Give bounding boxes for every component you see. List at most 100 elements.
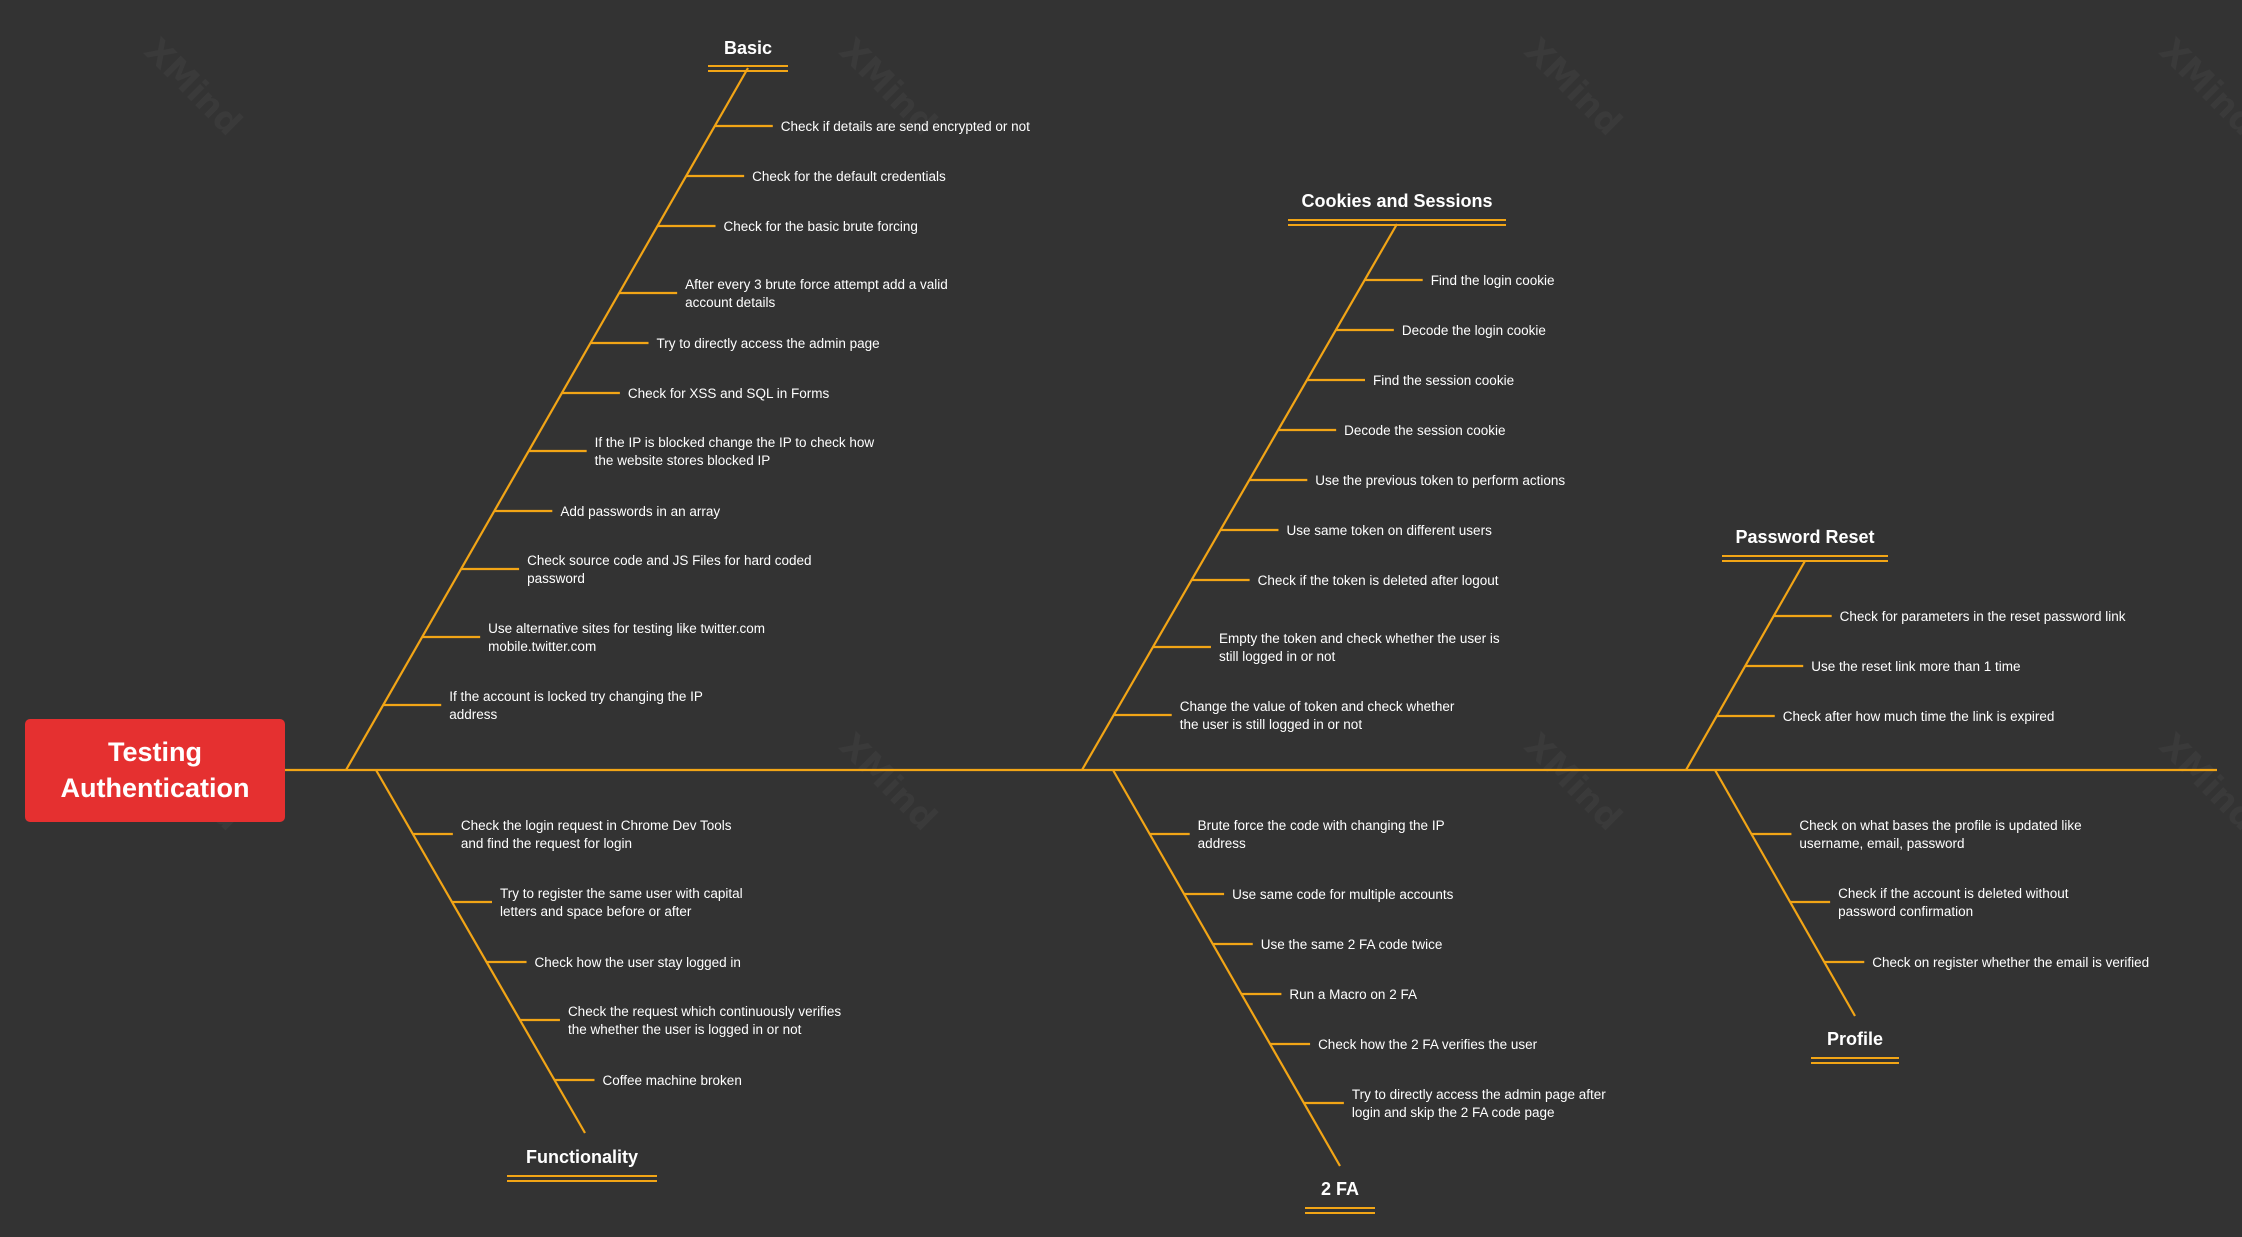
leaf-item[interactable]: Check on register whether the email is v…: [1824, 955, 2149, 970]
leaf-item[interactable]: Check the request which continuously ver…: [519, 1004, 841, 1037]
leaf-item[interactable]: Add passwords in an array: [494, 504, 720, 519]
leaf-text: Check if the account is deleted without: [1838, 886, 2069, 901]
leaf-text: Check for the default credentials: [752, 169, 946, 184]
leaf-item[interactable]: Check if the account is deleted without p…: [1790, 886, 2069, 919]
leaf-text: Decode the login cookie: [1402, 323, 1546, 338]
leaf-text: Brute force the code with changing the I…: [1198, 818, 1445, 833]
category-bone: [1081, 223, 1398, 771]
leaf-item[interactable]: Use the previous token to perform action…: [1249, 473, 1565, 488]
category-title[interactable]: Basic: [724, 38, 772, 58]
leaf-text: Decode the session cookie: [1344, 423, 1505, 438]
category-title[interactable]: Functionality: [526, 1147, 638, 1167]
leaf-item[interactable]: Check source code and JS Files for hard …: [461, 553, 812, 586]
category-two-fa: 2 FA Brute force the code with changing t…: [1112, 769, 1606, 1214]
watermark: XMind: [1516, 31, 1629, 144]
leaf-text: Use the same 2 FA code twice: [1261, 937, 1443, 952]
watermark-text: XMind: [2151, 31, 2242, 144]
leaf-item[interactable]: Check how the 2 FA verifies the user: [1270, 1037, 1538, 1052]
leaf-item[interactable]: Empty the token and check whether the us…: [1152, 631, 1500, 664]
category-title[interactable]: Cookies and Sessions: [1301, 191, 1492, 211]
leaf-text: password: [527, 571, 585, 586]
leaf-text: password confirmation: [1838, 904, 1973, 919]
leaf-item[interactable]: Check for the default credentials: [686, 169, 946, 184]
leaf-item[interactable]: Try to register the same user with capit…: [452, 886, 743, 919]
leaf-text: Coffee machine broken: [602, 1073, 741, 1088]
leaf-item[interactable]: Decode the session cookie: [1278, 423, 1506, 438]
leaf-text: Run a Macro on 2 FA: [1289, 987, 1417, 1002]
leaf-text: Check the request which continuously ver…: [568, 1004, 841, 1019]
category-functionality: Functionality Check the login request in …: [375, 769, 841, 1182]
leaf-text: Try to register the same user with capit…: [500, 886, 743, 901]
leaf-text: and find the request for login: [461, 836, 632, 851]
root-node[interactable]: Testing Authentication: [25, 719, 285, 822]
category-title[interactable]: Profile: [1827, 1029, 1883, 1049]
leaf-text: Use same code for multiple accounts: [1232, 887, 1454, 902]
category-title[interactable]: Password Reset: [1735, 527, 1874, 547]
category-bone: [345, 67, 749, 771]
category-bone: [1112, 769, 1341, 1167]
leaf-item[interactable]: If the account is locked try changing th…: [383, 689, 703, 722]
leaf-item[interactable]: If the IP is blocked change the IP to ch…: [528, 435, 875, 468]
watermark: XMind: [2151, 726, 2242, 839]
category-bone: [375, 769, 586, 1134]
leaf-text: Add passwords in an array: [560, 504, 720, 519]
leaf-item[interactable]: Try to directly access the admin page: [590, 336, 880, 351]
leaf-item[interactable]: Coffee machine broken: [554, 1073, 742, 1088]
leaf-text: account details: [685, 295, 775, 310]
watermark: XMind: [2151, 31, 2242, 144]
leaf-item[interactable]: Run a Macro on 2 FA: [1241, 987, 1417, 1002]
leaf-item[interactable]: Use same token on different users: [1220, 523, 1492, 538]
leaf-text: After every 3 brute force attempt add a …: [685, 277, 948, 292]
leaf-item[interactable]: Find the session cookie: [1307, 373, 1514, 388]
leaf-item[interactable]: Check for the basic brute forcing: [657, 219, 918, 234]
leaf-text: still logged in or not: [1219, 649, 1336, 664]
leaf-item[interactable]: Check the login request in Chrome Dev To…: [412, 818, 732, 851]
category-profile: Profile Check on what bases the profile i…: [1714, 769, 2149, 1064]
leaf-text: Check on what bases the profile is updat…: [1799, 818, 2081, 833]
leaf-text: Find the login cookie: [1431, 273, 1555, 288]
watermark-text: XMind: [136, 31, 249, 144]
leaf-text: letters and space before or after: [500, 904, 692, 919]
root-title-line-1: Testing: [108, 737, 202, 767]
leaf-item[interactable]: Check if the token is deleted after logo…: [1191, 573, 1499, 588]
watermark: XMind: [831, 726, 944, 839]
leaf-item[interactable]: Check if details are send encrypted or n…: [714, 119, 1030, 134]
leaf-text: If the account is locked try changing th…: [449, 689, 703, 704]
leaf-text: If the IP is blocked change the IP to ch…: [595, 435, 875, 450]
watermark-text: XMind: [1516, 31, 1629, 144]
leaf-text: Use alternative sites for testing like t…: [488, 621, 765, 636]
category-title[interactable]: 2 FA: [1321, 1179, 1359, 1199]
leaf-item[interactable]: Use same code for multiple accounts: [1184, 887, 1454, 902]
leaf-text: Try to directly access the admin page af…: [1352, 1087, 1606, 1102]
leaf-item[interactable]: Check how the user stay logged in: [486, 955, 741, 970]
leaf-text: the user is still logged in or not: [1180, 717, 1363, 732]
watermark: XMind: [1516, 726, 1629, 839]
leaf-item[interactable]: Check on what bases the profile is updat…: [1751, 818, 2082, 851]
leaf-text: Try to directly access the admin page: [657, 336, 880, 351]
leaf-item[interactable]: Use the same 2 FA code twice: [1212, 937, 1443, 952]
leaf-text: Check how the 2 FA verifies the user: [1318, 1037, 1538, 1052]
leaf-item[interactable]: Change the value of token and check whet…: [1113, 699, 1455, 732]
leaf-item[interactable]: Check for XSS and SQL in Forms: [561, 386, 830, 401]
leaf-item[interactable]: Use the reset link more than 1 time: [1745, 659, 2021, 674]
leaf-item[interactable]: Check after how much time the link is ex…: [1716, 709, 2055, 724]
watermark-text: XMind: [2151, 726, 2242, 839]
leaf-item[interactable]: Check for parameters in the reset passwo…: [1773, 609, 2126, 624]
leaf-item[interactable]: After every 3 brute force attempt add a …: [619, 277, 948, 310]
leaf-text: Check if the token is deleted after logo…: [1258, 573, 1499, 588]
leaf-text: Check for XSS and SQL in Forms: [628, 386, 830, 401]
leaf-text: Find the session cookie: [1373, 373, 1514, 388]
leaf-text: Use the previous token to perform action…: [1315, 473, 1565, 488]
leaf-item[interactable]: Decode the login cookie: [1335, 323, 1546, 338]
leaf-item[interactable]: Try to directly access the admin page af…: [1303, 1087, 1606, 1120]
leaf-item[interactable]: Brute force the code with changing the I…: [1149, 818, 1445, 851]
leaf-item[interactable]: Use alternative sites for testing like t…: [422, 621, 765, 654]
watermark-text: XMind: [1516, 726, 1629, 839]
leaf-text: Empty the token and check whether the us…: [1219, 631, 1500, 646]
leaf-item[interactable]: Find the login cookie: [1364, 273, 1555, 288]
watermark-text: XMind: [831, 726, 944, 839]
leaf-text: address: [1198, 836, 1246, 851]
leaf-text: Use same token on different users: [1286, 523, 1492, 538]
